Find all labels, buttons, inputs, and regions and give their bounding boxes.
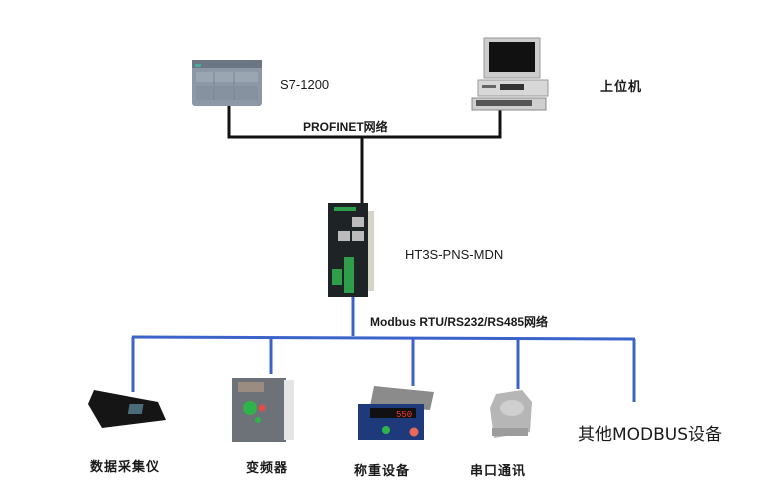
host-computer-device bbox=[470, 36, 550, 112]
device-label-1: 数据采集仪 bbox=[90, 460, 161, 475]
device-label-3: 称重设备 bbox=[354, 464, 411, 479]
host-label: 上位机 bbox=[600, 80, 643, 95]
device-label-5: 其他MODBUS设备 bbox=[578, 425, 723, 445]
profinet-line bbox=[227, 104, 502, 139]
plc-label: S7-1200 bbox=[280, 77, 330, 92]
modbus-network-label: Modbus RTU/RS232/RS485网络 bbox=[370, 315, 549, 329]
device-label-4: 串口通讯 bbox=[470, 464, 527, 479]
device-label-2: 变频器 bbox=[246, 461, 289, 476]
profinet-network-label: PROFINET网络 bbox=[303, 120, 388, 134]
gateway-device bbox=[328, 203, 376, 297]
gateway-label: HT3S-PNS-MDN bbox=[405, 247, 504, 262]
data-acquisition-device bbox=[88, 390, 168, 430]
inverter-device bbox=[232, 374, 296, 446]
serial-comm-device bbox=[488, 388, 538, 442]
plc-s7-1200-device bbox=[192, 60, 262, 106]
weighing-device: 550 bbox=[356, 386, 436, 442]
modbus-bus-line bbox=[131, 335, 636, 341]
meter-display: 550 bbox=[396, 410, 412, 420]
